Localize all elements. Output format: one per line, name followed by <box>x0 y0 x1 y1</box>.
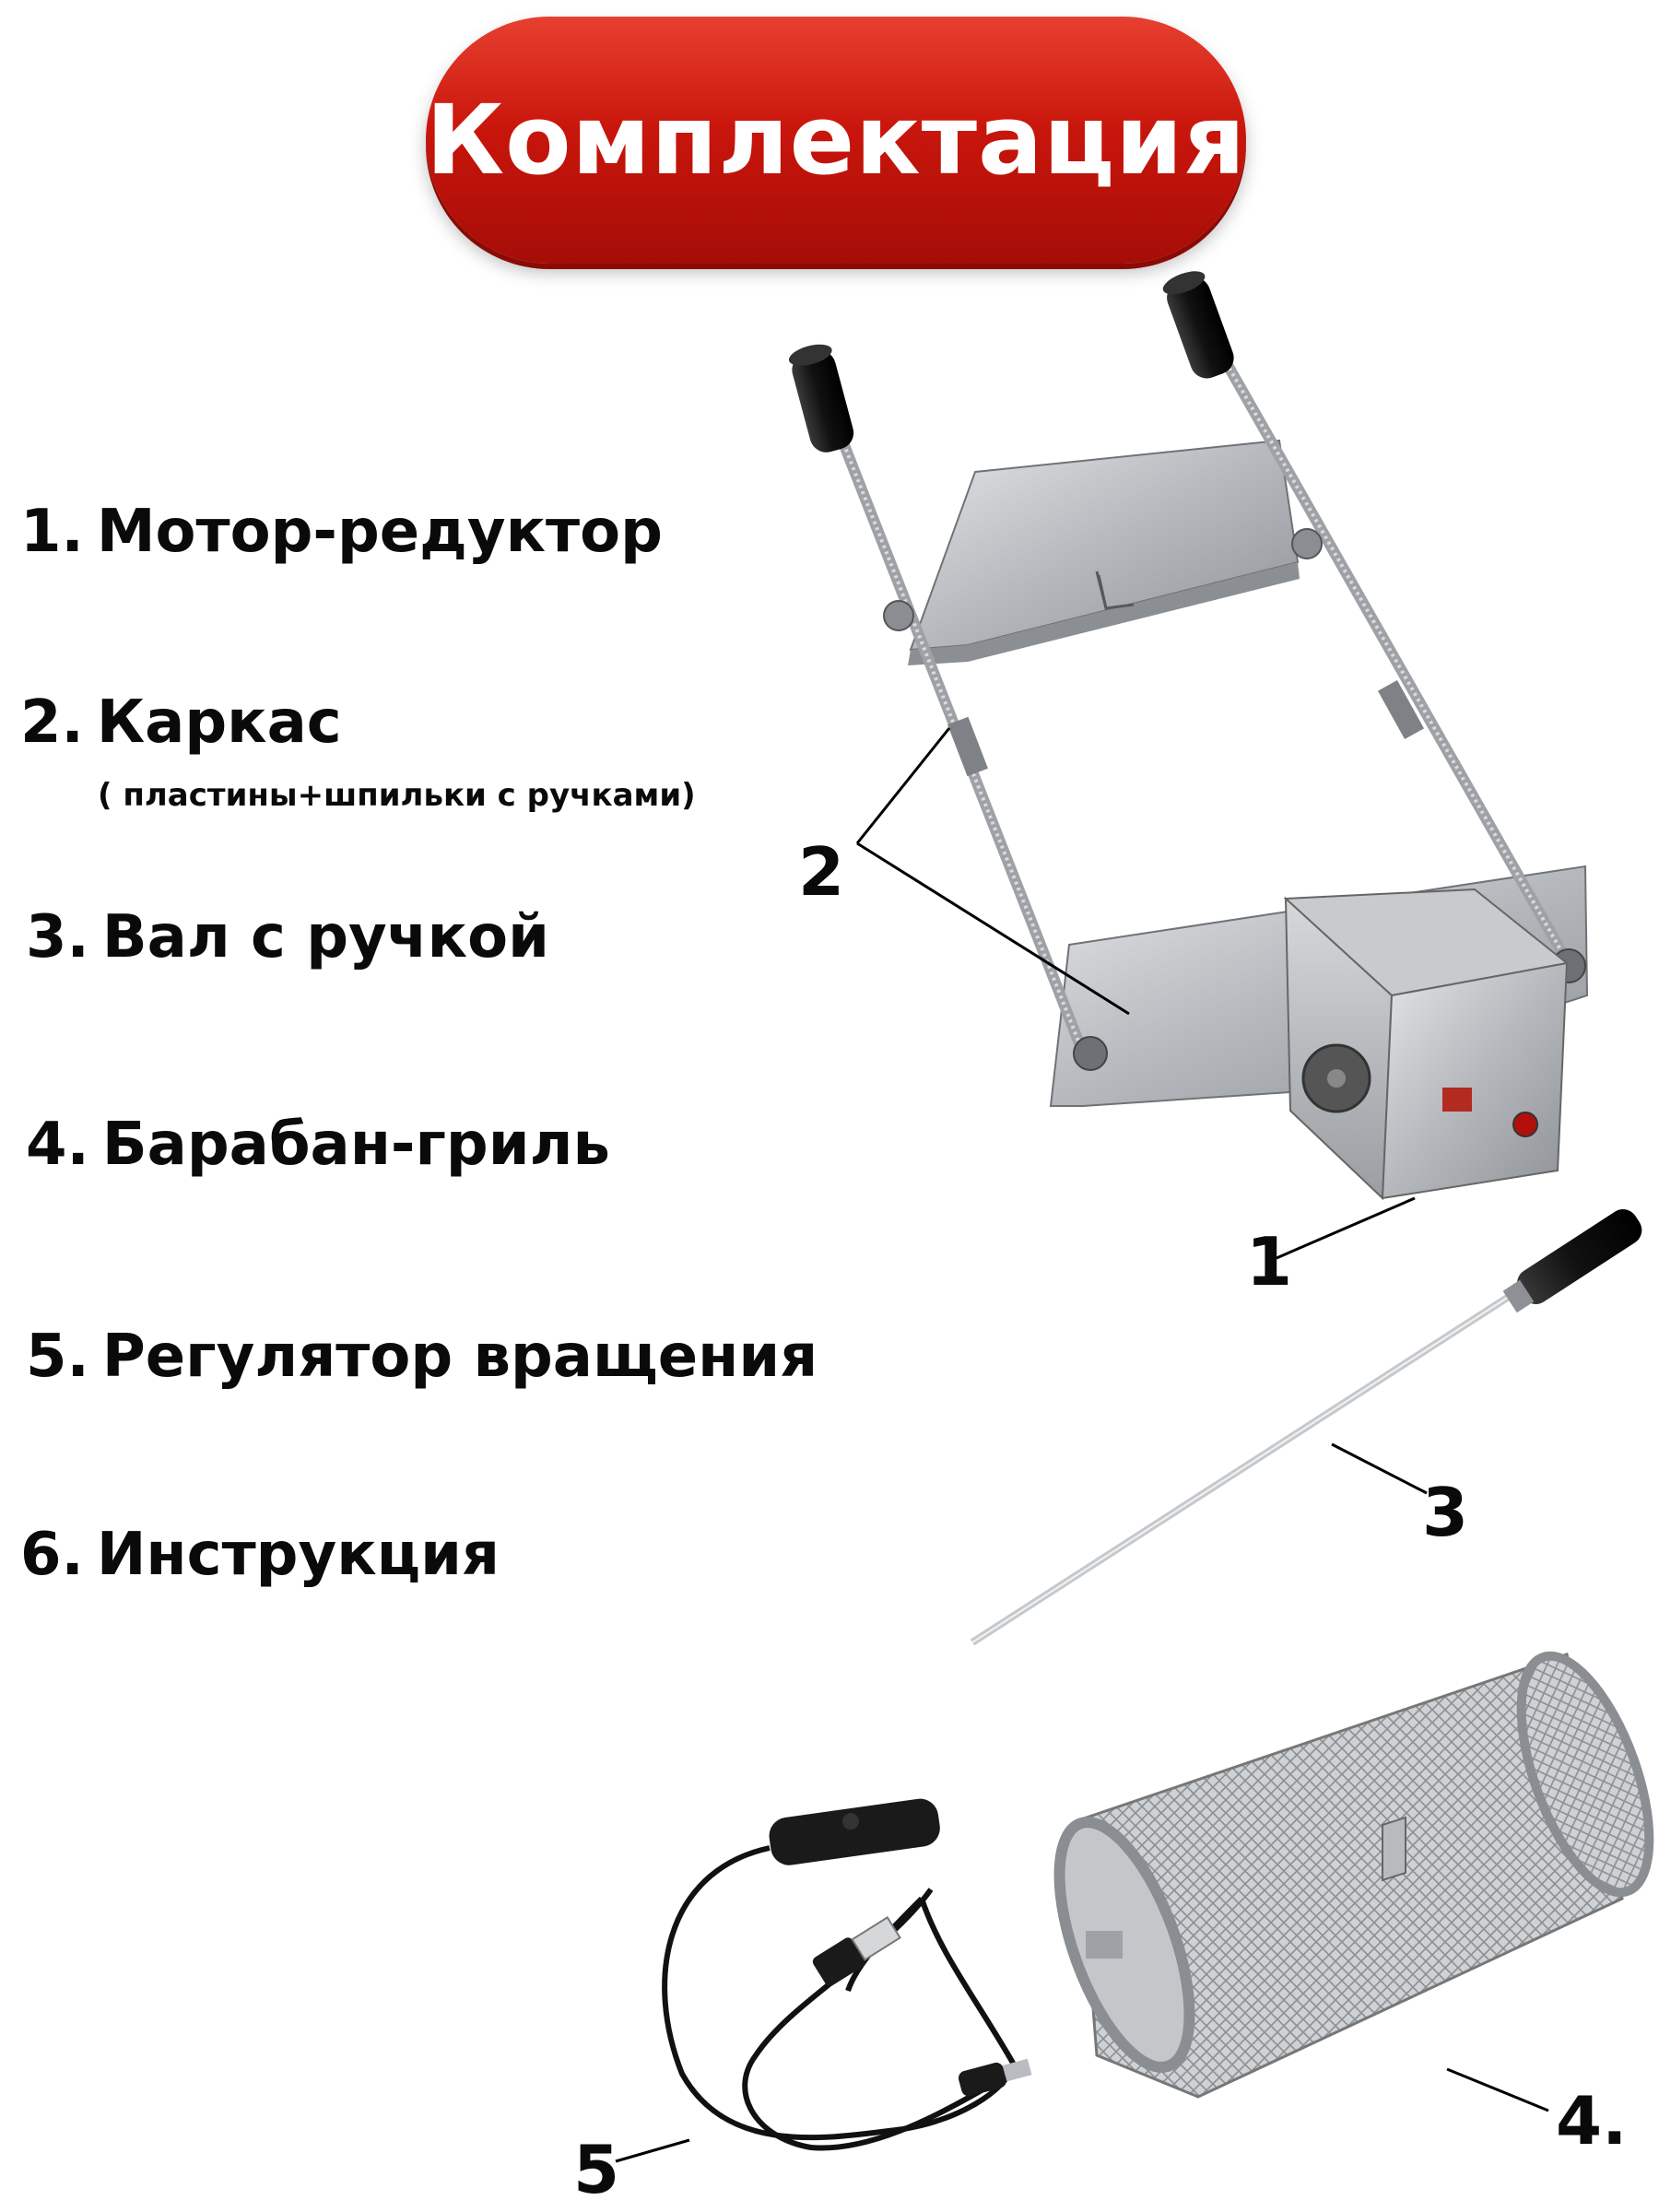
callout-2: 2 <box>798 833 845 911</box>
shaft-with-handle <box>970 1209 1642 1646</box>
power-button <box>1512 1112 1538 1137</box>
motor-gearbox <box>1283 888 1570 1201</box>
drum-latch <box>1382 1816 1406 1882</box>
list-item-frame: 2.Каркас <box>20 688 342 757</box>
usb-cable <box>662 1845 1018 2141</box>
list-item-regulator: 5.Регулятор вращения <box>26 1323 818 1391</box>
dc-cable <box>742 1888 988 2151</box>
shaft-handle <box>1502 1209 1642 1313</box>
title-banner: Комплектация <box>426 17 1246 264</box>
list-item-frame-note: ( пластины+шпильки с ручками) <box>98 777 696 814</box>
drum-end-ring <box>1053 1817 1195 2073</box>
callout-1: 1 <box>1246 1223 1293 1300</box>
motor-front-panel <box>1381 961 1569 1200</box>
grill-drum <box>1053 1651 1654 2099</box>
page-title: Комплектация <box>426 84 1246 196</box>
leader-lines <box>615 727 1549 2163</box>
drum-end-cap <box>1516 1651 1654 1898</box>
usb-plug <box>812 1916 901 1986</box>
wing-nut <box>1291 528 1323 559</box>
callout-5: 5 <box>573 2131 620 2208</box>
nut <box>1073 1036 1108 1071</box>
frame-handle-right <box>1162 271 1234 379</box>
callout-4: 4. <box>1556 2082 1628 2159</box>
list-item-shaft: 3.Вал с ручкой <box>26 903 549 971</box>
logo-mark <box>1095 571 1135 610</box>
frame-handle-left <box>788 344 854 453</box>
regulator-switch-box <box>769 1798 940 1865</box>
drum-mesh <box>1077 1653 1624 2099</box>
wing-nut <box>883 600 914 631</box>
speed-regulator <box>662 1798 1032 2151</box>
dc-plug <box>958 2058 1032 2097</box>
list-item-manual: 6.Инструкция <box>20 1521 500 1589</box>
callout-3: 3 <box>1422 1474 1469 1551</box>
list-item-motor: 1.Мотор-редуктор <box>20 498 663 566</box>
brand-label <box>1442 1088 1472 1112</box>
list-item-drum: 4.Барабан-гриль <box>26 1111 610 1179</box>
